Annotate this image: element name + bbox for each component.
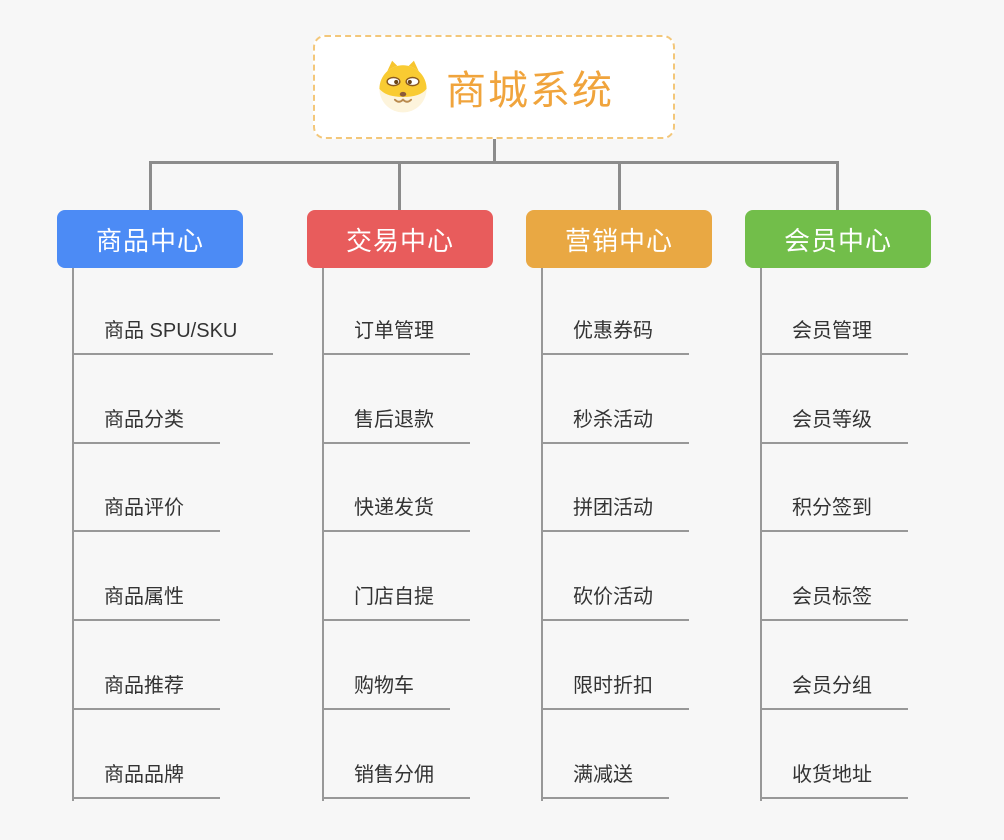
child-node[interactable]: 售后退款 [322,406,470,444]
child-node[interactable]: 快递发货 [322,494,470,532]
branch-node-members[interactable]: 会员中心 [745,210,931,268]
root-title: 商城系统 [446,69,614,113]
child-node[interactable]: 会员分组 [760,672,908,710]
child-node[interactable]: 商品 SPU/SKU [72,317,274,355]
branch-node-products[interactable]: 商品中心 [57,210,243,268]
child-node[interactable]: 收货地址 [760,761,908,799]
root-node[interactable]: 商城系统 [313,35,675,139]
branch-spine [72,268,74,801]
branch-spine [322,268,324,801]
child-node[interactable]: 购物车 [322,672,450,710]
child-node[interactable]: 拼团活动 [541,494,689,532]
child-node[interactable]: 订单管理 [322,317,470,355]
root-stem-line [493,139,496,163]
child-node[interactable]: 满减送 [541,761,669,799]
branch-column-products: 商品中心 商品 SPU/SKU 商品分类 商品评价 商品属性 商品推荐 商品品牌 [57,210,307,810]
child-node[interactable]: 限时折扣 [541,672,689,710]
child-node[interactable]: 会员标签 [760,583,908,621]
child-node[interactable]: 门店自提 [322,583,470,621]
child-node[interactable]: 商品评价 [72,494,220,532]
child-node[interactable]: 商品推荐 [72,672,220,710]
child-node[interactable]: 会员管理 [760,317,908,355]
child-node[interactable]: 砍价活动 [541,583,689,621]
drop-line-products [149,161,152,210]
child-node[interactable]: 商品属性 [72,583,220,621]
doge-icon [379,60,427,113]
branch-spine [541,268,543,801]
child-node[interactable]: 销售分佣 [322,761,470,799]
branch-node-trade[interactable]: 交易中心 [307,210,493,268]
child-node[interactable]: 积分签到 [760,494,908,532]
branch-column-members: 会员中心 会员管理 会员等级 积分签到 会员标签 会员分组 收货地址 [745,210,995,810]
drop-line-members [836,161,839,210]
branch-connector-bar [149,161,839,164]
branch-node-marketing[interactable]: 营销中心 [526,210,712,268]
child-node[interactable]: 商品品牌 [72,761,220,799]
child-node[interactable]: 会员等级 [760,406,908,444]
child-node[interactable]: 商品分类 [72,406,220,444]
branch-spine [760,268,762,801]
child-node[interactable]: 优惠券码 [541,317,689,355]
branch-column-marketing: 营销中心 优惠券码 秒杀活动 拼团活动 砍价活动 限时折扣 满减送 [526,210,776,810]
drop-line-trade [398,161,401,210]
drop-line-marketing [618,161,621,210]
child-node[interactable]: 秒杀活动 [541,406,689,444]
branch-column-trade: 交易中心 订单管理 售后退款 快递发货 门店自提 购物车 销售分佣 [307,210,557,810]
